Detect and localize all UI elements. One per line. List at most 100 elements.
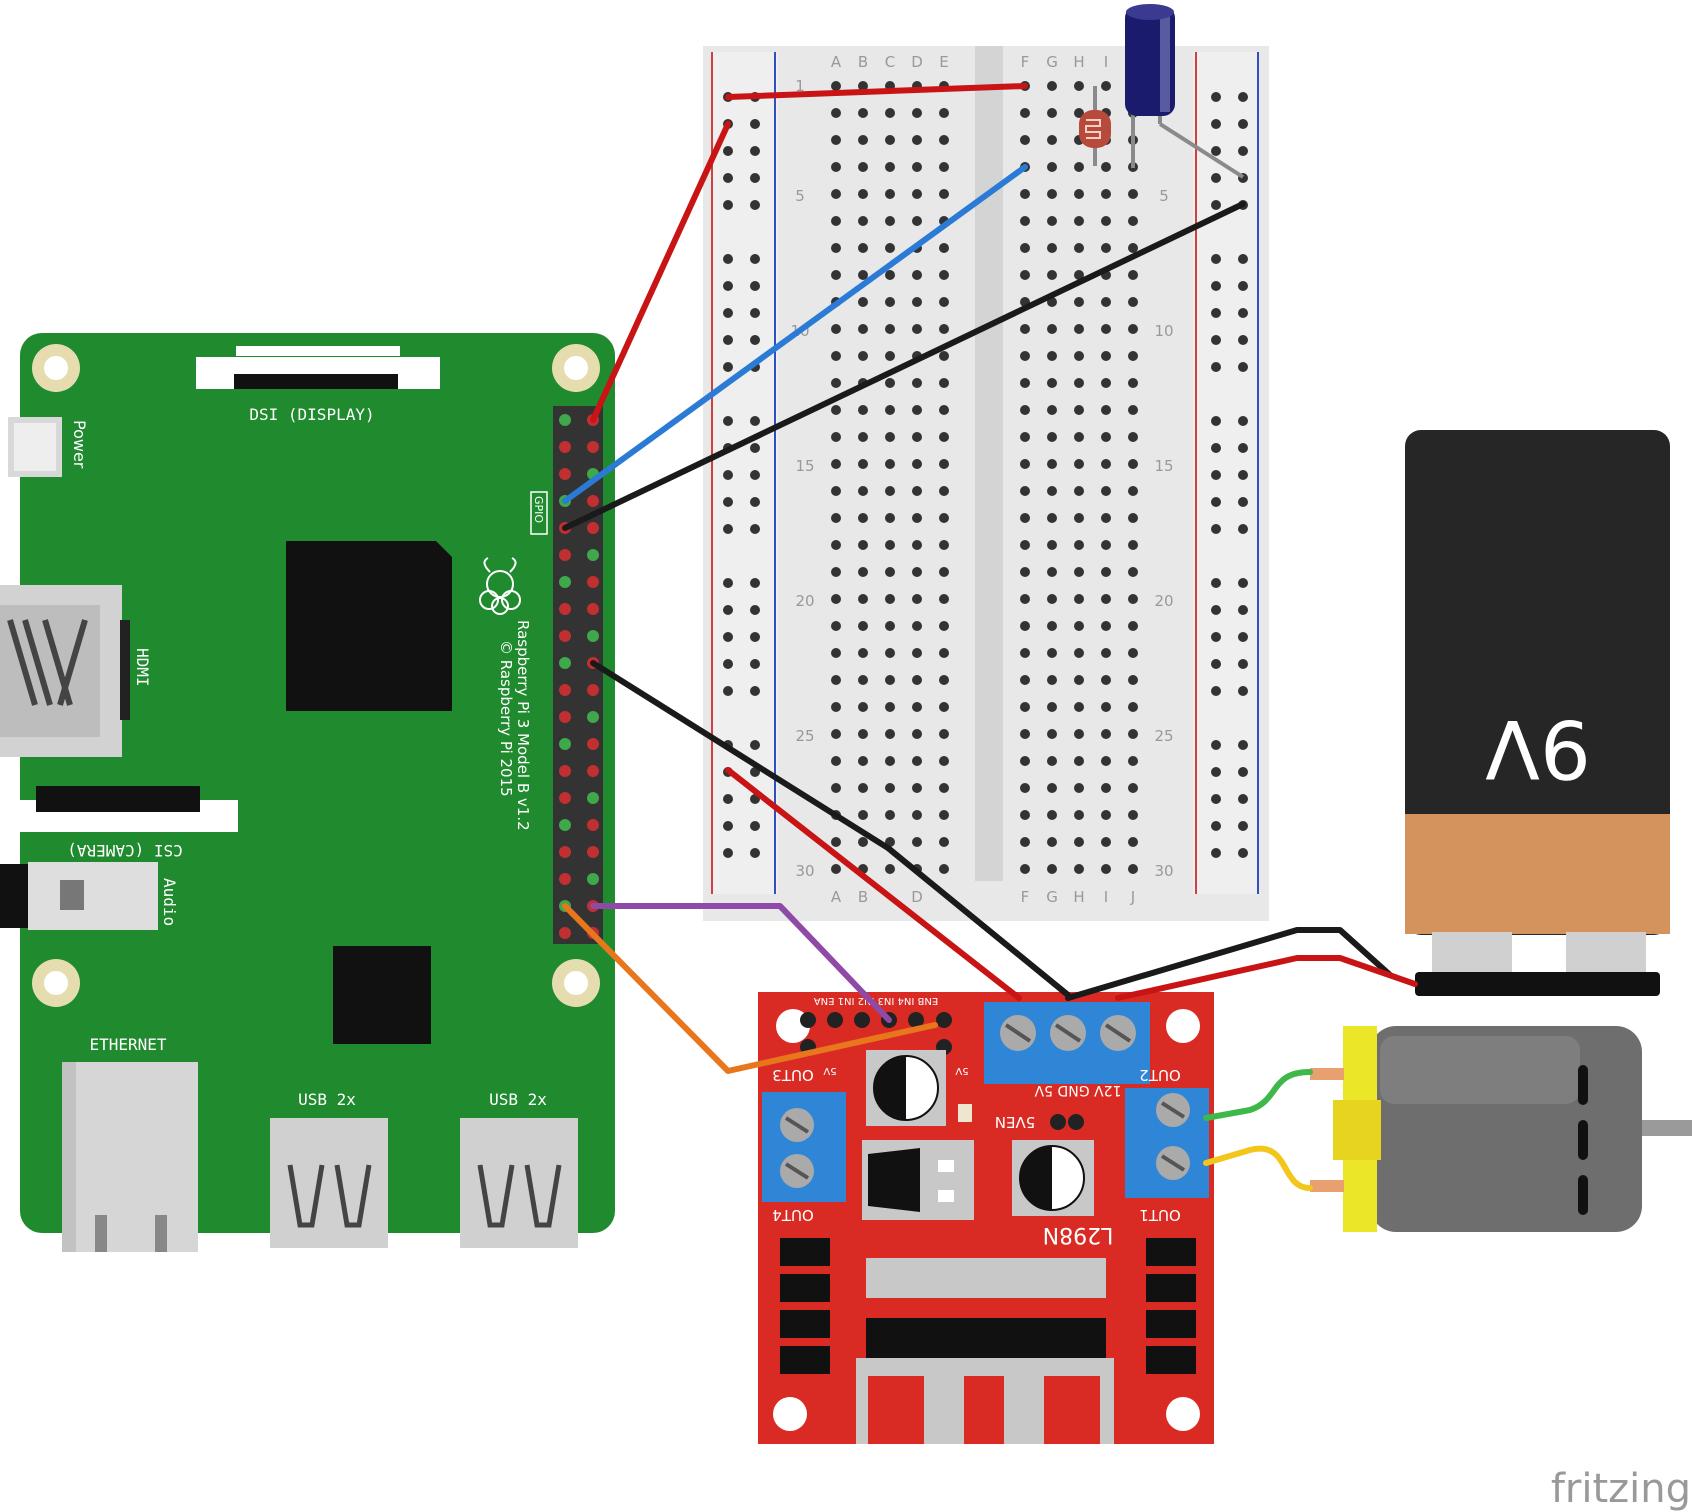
breadboard-hole [1020, 540, 1030, 550]
breadboard-hole [1101, 216, 1111, 226]
row-label-10-right: 10 [1154, 322, 1173, 340]
breadboard-hole [912, 432, 922, 442]
chip-label: L298N [1043, 1222, 1114, 1247]
breadboard-hole [912, 594, 922, 604]
breadboard-hole [1047, 756, 1057, 766]
breadboard-hole [831, 594, 841, 604]
five-v-label-a: 5V [823, 1065, 836, 1076]
breadboard-hole [750, 443, 760, 453]
col-label-a-bottom: A [831, 888, 842, 906]
breadboard-hole [1074, 594, 1084, 604]
capacitor [1125, 4, 1245, 179]
col-label-d-bottom: D [911, 888, 923, 906]
breadboard-hole [1020, 378, 1030, 388]
breadboard-hole [1047, 108, 1057, 118]
wire-yellow-motor [1203, 1145, 1313, 1191]
breadboard-hole [1047, 621, 1057, 631]
model-label: Raspberry Pi 3 Model B v1.2 [514, 620, 532, 831]
breadboard-hole [750, 605, 760, 615]
breadboard-hole [1074, 729, 1084, 739]
breadboard-hole [1101, 162, 1111, 172]
breadboard-hole [1128, 729, 1138, 739]
breadboard-hole [1020, 648, 1030, 658]
breadboard-hole [1238, 524, 1248, 534]
breadboard-hole [1211, 335, 1221, 345]
breadboard-hole [1074, 108, 1084, 118]
breadboard-hole [831, 837, 841, 847]
breadboard-hole [1101, 567, 1111, 577]
capacitor-2 [1012, 1140, 1094, 1216]
breadboard-hole [750, 659, 760, 669]
col-label-b: B [858, 53, 868, 71]
breadboard-hole [1047, 216, 1057, 226]
breadboard-hole [1211, 308, 1221, 318]
breadboard-hole [1047, 324, 1057, 334]
breadboard-hole [1211, 254, 1221, 264]
breadboard-hole [912, 216, 922, 226]
breadboard-hole [1211, 794, 1221, 804]
row-label-15: 15 [795, 457, 814, 475]
wire-green-motor [1203, 1069, 1313, 1121]
breadboard-hole [939, 297, 949, 307]
breadboard-hole [1101, 81, 1111, 91]
breadboard-hole [1211, 416, 1221, 426]
breadboard-hole [1101, 189, 1111, 199]
breadboard-hole [939, 756, 949, 766]
breadboard-hole [939, 459, 949, 469]
col-label-i-bottom: I [1104, 888, 1108, 906]
breadboard-hole [1128, 621, 1138, 631]
wires [562, 83, 1418, 1191]
breadboard-hole [885, 162, 895, 172]
five-v-label-b: 5V [955, 1065, 968, 1076]
breadboard-hole [831, 378, 841, 388]
breadboard-hole [1047, 864, 1057, 874]
col-label-h-bottom: H [1073, 888, 1084, 906]
breadboard-hole [1020, 243, 1030, 253]
breadboard-hole [831, 702, 841, 712]
usb-port-1 [270, 1118, 388, 1248]
breadboard-hole [1101, 297, 1111, 307]
row-label-30: 30 [795, 862, 814, 880]
breadboard-hole [1238, 740, 1248, 750]
gpio-pin [559, 576, 571, 588]
breadboard-hole [885, 675, 895, 685]
breadboard-hole [939, 729, 949, 739]
breadboard-hole [912, 756, 922, 766]
breadboard-hole [885, 270, 895, 280]
breadboard-hole [939, 540, 949, 550]
breadboard-hole [939, 783, 949, 793]
breadboard-hole [939, 513, 949, 523]
breadboard-hole [1101, 756, 1111, 766]
breadboard-hole [1211, 362, 1221, 372]
breadboard-hole [858, 297, 868, 307]
battery-9v: 9V [1405, 430, 1670, 996]
breadboard-hole [1074, 378, 1084, 388]
breadboard-hole [885, 108, 895, 118]
breadboard-hole [831, 486, 841, 496]
gpio-pin [587, 522, 599, 534]
power-connector [8, 417, 62, 477]
breadboard-hole [939, 270, 949, 280]
breadboard-hole [1238, 308, 1248, 318]
breadboard-hole [1128, 378, 1138, 388]
breadboard-hole [912, 837, 922, 847]
power-terminal-labels: 12V GND 5V [1034, 1082, 1121, 1098]
breadboard-hole [885, 810, 895, 820]
breadboard-hole [939, 567, 949, 577]
breadboard-hole [1047, 837, 1057, 847]
breadboard-hole [885, 378, 895, 388]
breadboard-hole [939, 432, 949, 442]
gpio-pin [559, 684, 571, 696]
jumper-5ven [1050, 1114, 1084, 1130]
breadboard-hole [885, 351, 895, 361]
row-label-20: 20 [795, 592, 814, 610]
breadboard-hole [1238, 578, 1248, 588]
breadboard-hole [939, 621, 949, 631]
voltage-regulator [862, 1140, 974, 1220]
breadboard-hole [1020, 432, 1030, 442]
breadboard-hole [1101, 513, 1111, 523]
breadboard-hole [1101, 729, 1111, 739]
breadboard-hole [858, 189, 868, 199]
breadboard-hole [858, 81, 868, 91]
breadboard-hole [831, 621, 841, 631]
